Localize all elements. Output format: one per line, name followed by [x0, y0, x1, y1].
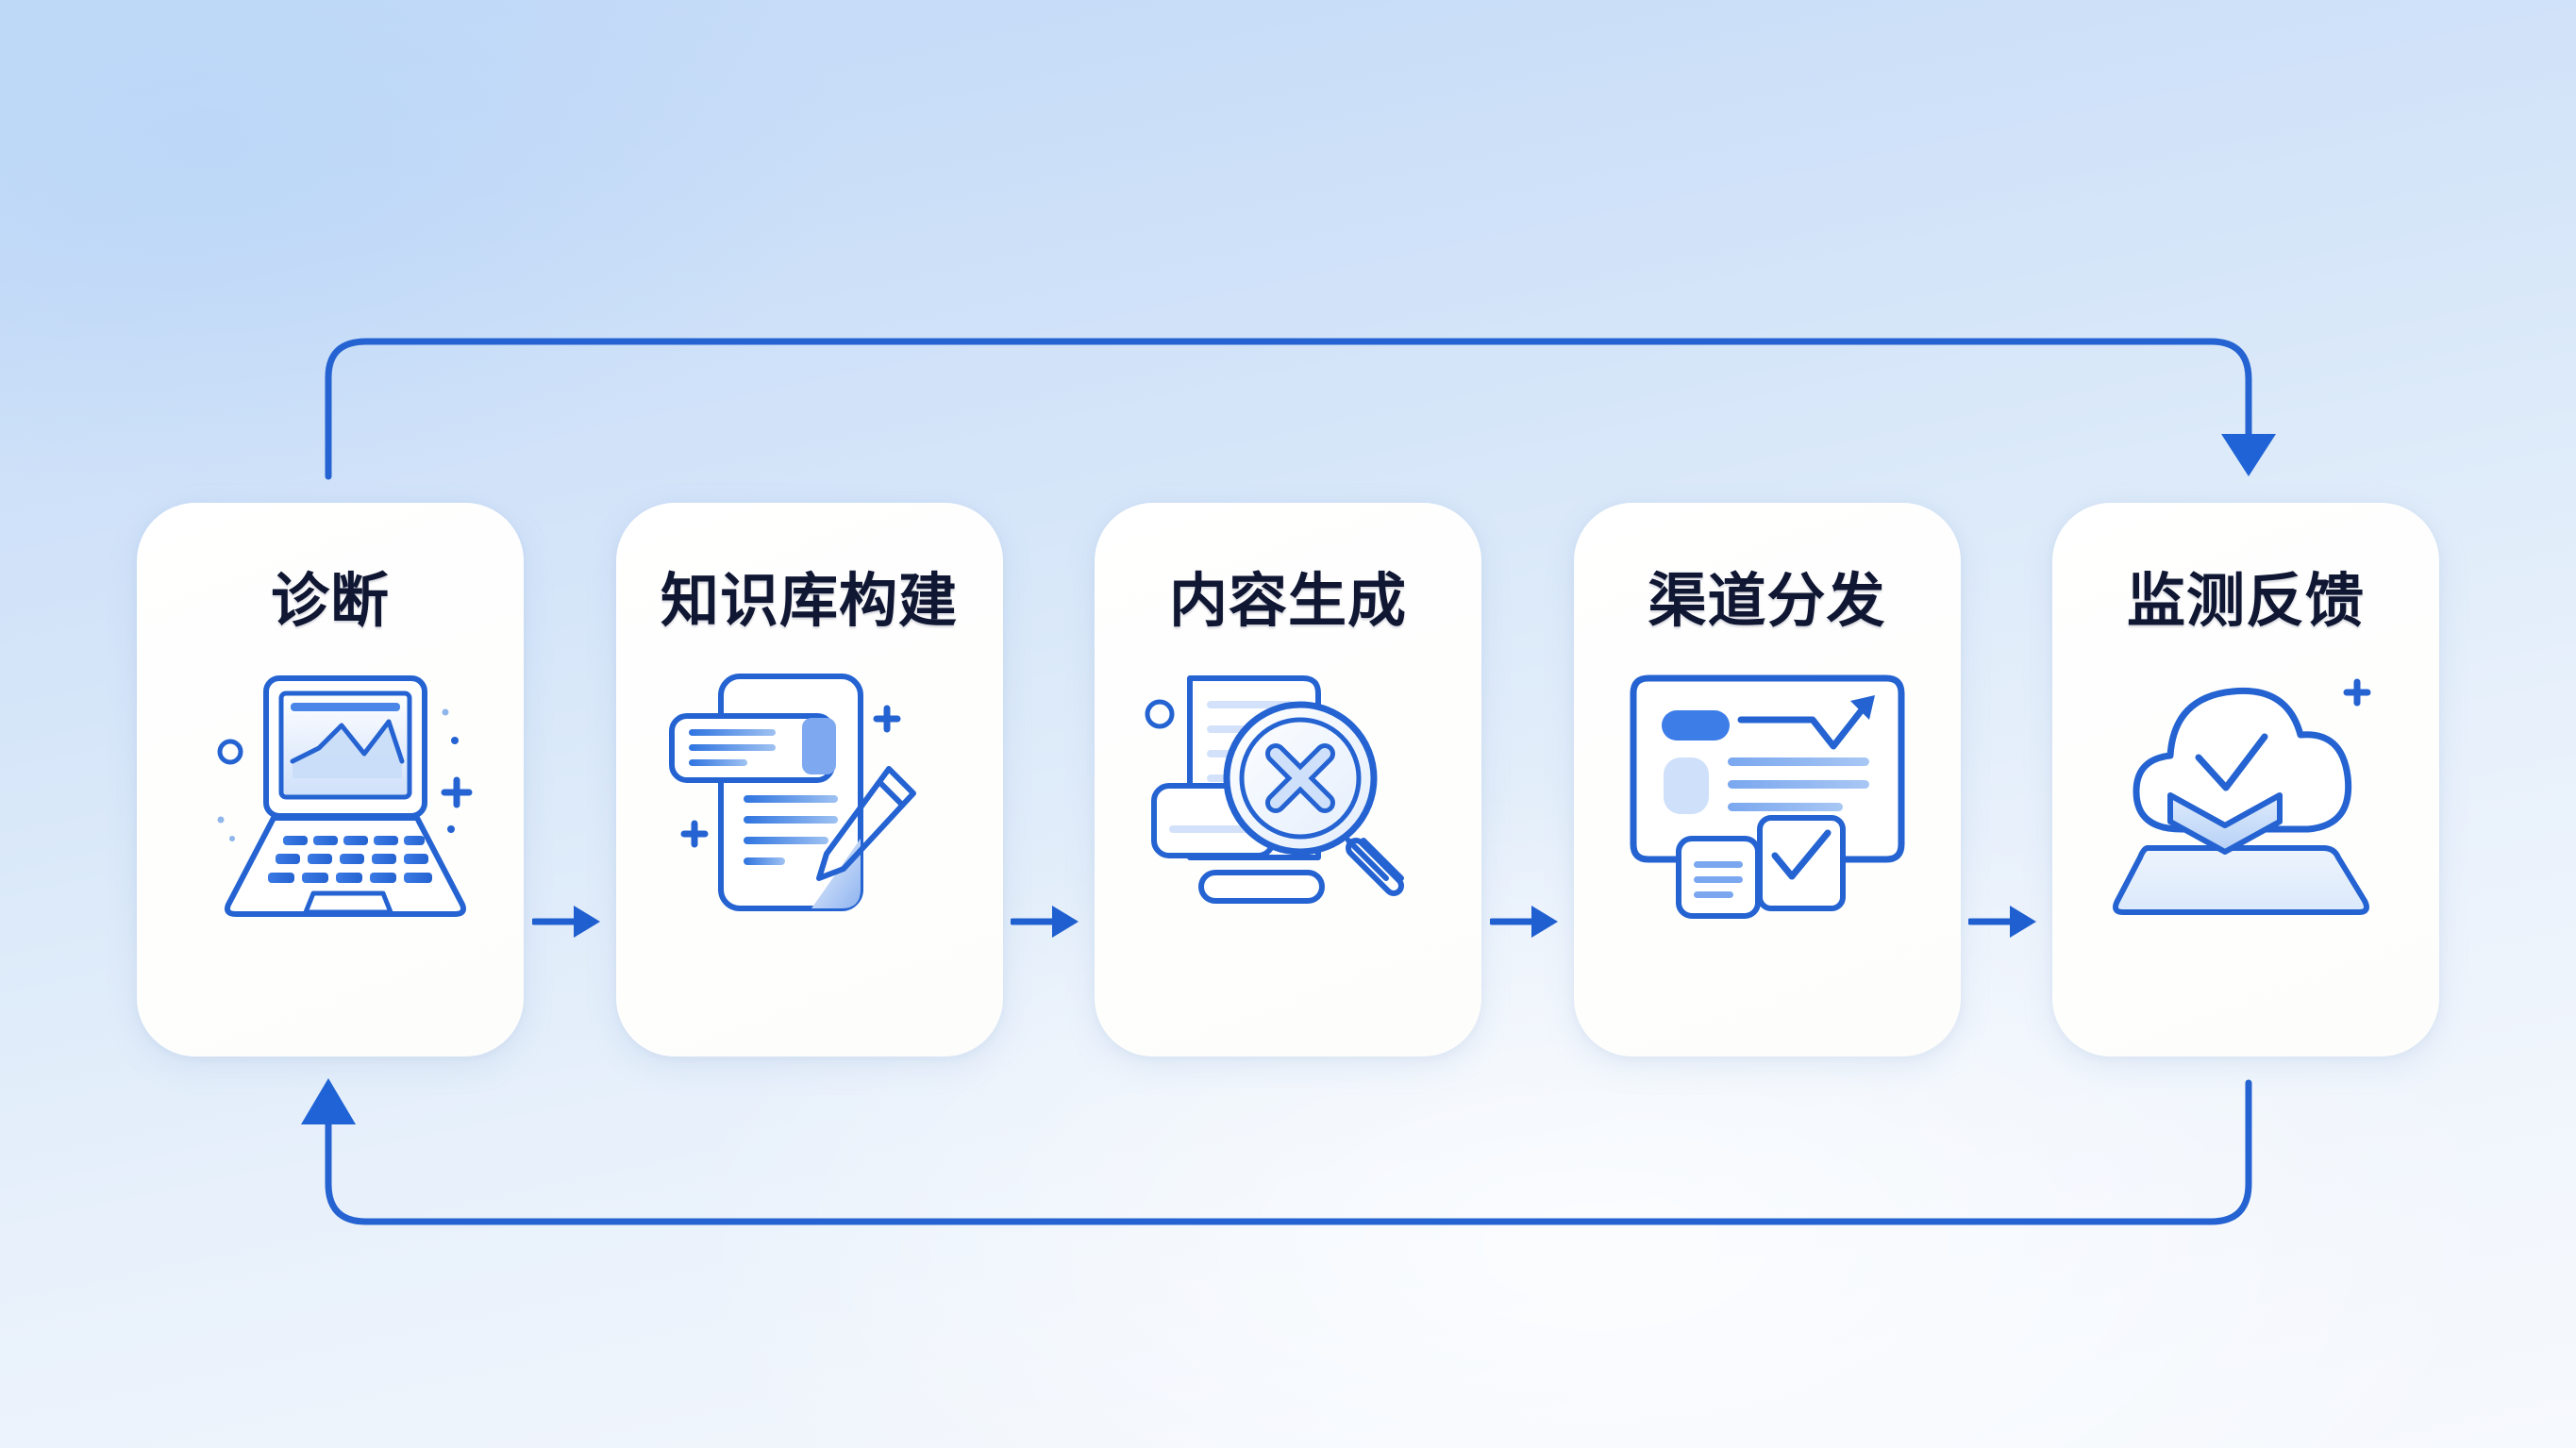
arrow-right-icon — [531, 905, 600, 938]
connector-2 — [1003, 503, 1096, 1057]
step-card-diagnosis[interactable]: 诊断 — [137, 503, 524, 1057]
arrow-right-icon — [1489, 905, 1558, 938]
document-pencil-icon — [668, 674, 916, 911]
step-card-channel-distribution[interactable]: 渠道分发 — [1573, 503, 1961, 1057]
step-title: 渠道分发 — [1648, 569, 1886, 634]
cloud-download-check-icon — [2113, 678, 2371, 915]
step-title: 知识库构建 — [660, 569, 958, 634]
loop-arrow-down-icon — [2221, 434, 2276, 476]
bottom-feedback-loop — [301, 1078, 2252, 1225]
laptop-chart-icon — [217, 675, 473, 917]
connector-1 — [524, 503, 616, 1057]
loop-arrow-up-icon — [301, 1078, 356, 1124]
connector-4 — [1961, 503, 2053, 1057]
arrow-right-icon — [1968, 905, 2037, 938]
step-title: 监测反馈 — [2126, 569, 2365, 634]
step-card-content-generation[interactable]: 内容生成 — [1095, 503, 1481, 1057]
step-card-knowledge-base[interactable]: 知识库构建 — [615, 503, 1003, 1057]
dashboard-trend-check-icon — [1630, 674, 1904, 919]
process-step-row: 诊断 — [137, 503, 2439, 1057]
magnifier-cross-document-icon — [1145, 675, 1404, 904]
step-title: 诊断 — [270, 569, 390, 634]
connector-3 — [1481, 503, 1574, 1057]
top-feedback-loop — [325, 338, 2276, 480]
arrow-right-icon — [1011, 905, 1079, 938]
step-title: 内容生成 — [1168, 569, 1407, 634]
step-card-monitoring-feedback[interactable]: 监测反馈 — [2052, 503, 2439, 1057]
